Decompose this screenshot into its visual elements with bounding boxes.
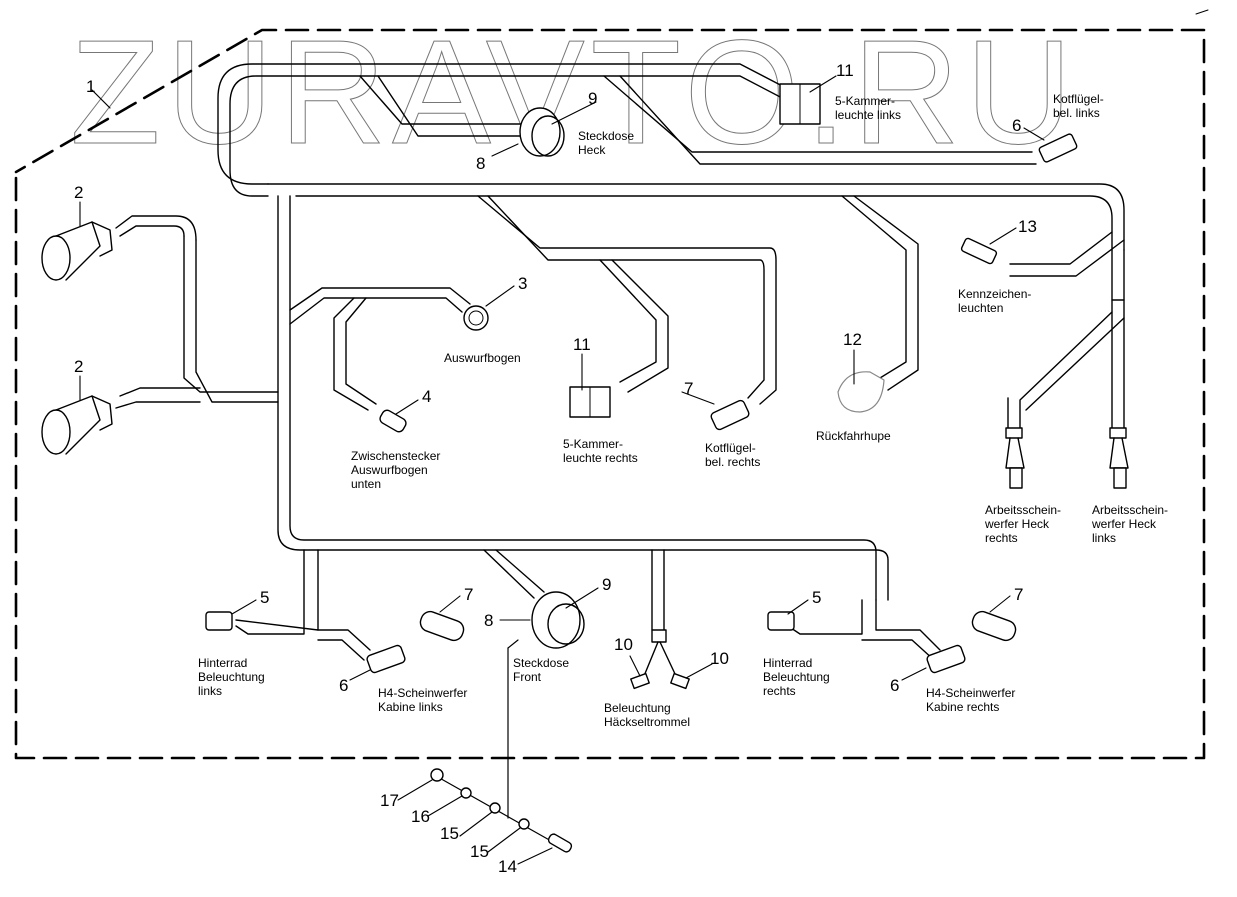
label-beleuchtung-haeckseltrommel: Beleuchtung Häckseltrommel [604,701,691,729]
callout-c2b: 2 [74,357,84,376]
callout-c10a: 10 [614,635,633,654]
harness-left-trunk [115,195,941,661]
label-auswurfbogen: Auswurfbogen [444,351,521,365]
callout-c7c: 7 [684,379,694,398]
connector-12-horn [837,371,885,413]
label-fuenf-kammer-rechts: 5-Kammer- leuchte rechts [563,437,638,465]
callout-c8b: 8 [484,611,494,630]
harness-main-trunk [267,183,1125,437]
callout-c14: 14 [498,857,517,876]
callout-c9a: 9 [588,89,598,108]
callout-c6b: 6 [890,676,900,695]
label-hinterrad-links: Hinterrad Beleuchtung links [198,656,265,698]
connectors-h4 [366,610,1017,674]
label-kennzeichenleuchten: Kennzeichen- leuchten [958,287,1032,315]
round-connector-2b [41,395,113,455]
leader-1 [91,89,111,109]
socket-front [531,591,585,649]
round-connector-2a [41,221,113,281]
label-steckdose-heck: Steckdose Heck [578,129,635,157]
label-h4-kabine-links: H4-Scheinwerfer Kabine links [378,686,468,714]
label-zwischenstecker: Zwischenstecker Auswurfbogen unten [351,449,441,491]
connectors-rear-wheel [205,611,795,631]
callout-c11b: 11 [573,335,591,354]
mounting-hardware [430,639,573,853]
callout-c5b: 5 [812,588,822,607]
connector-13 [960,237,998,265]
label-fuenf-kammer-links: 5-Kammer- leuchte links [835,94,902,122]
assembly-boundary [14,28,1206,760]
callout-c4: 4 [422,387,432,406]
callout-c6a: 6 [339,676,349,695]
callout-c17: 17 [380,791,399,810]
callout-c1: 1 [86,77,96,96]
label-hinterrad-rechts: Hinterrad Beleuchtung rechts [763,656,830,698]
callout-c3: 3 [518,274,528,293]
label-kotfluegel-rechts: Kotflügel- bel. rechts [705,441,761,469]
watermark-text: ZURAVTO.RU [69,10,1079,175]
connector-6-kotfluegel-links [1038,133,1078,163]
callout-c15a: 15 [440,824,459,843]
connectors-haeckseltrommel [630,629,690,690]
label-rueckfahrhupe: Rückfahrhupe [816,429,891,443]
connector-7-kotfluegel [710,399,750,431]
callout-c7a: 7 [464,585,474,604]
socket-rear [519,107,565,157]
label-kotfluegel-links: Kotflügel- bel. links [1053,92,1104,120]
callout-c10b: 10 [710,649,729,668]
callout-c13: 13 [1018,217,1037,236]
leader-lines [79,75,1045,865]
callout-c8a: 8 [476,154,486,173]
label-h4-kabine-rechts: H4-Scheinwerfer Kabine rechts [926,686,1016,714]
connector-3 [463,305,489,331]
callout-c15b: 15 [470,842,489,861]
callout-c2a: 2 [74,183,84,202]
callout-c12: 12 [843,330,862,349]
connector-4 [379,409,407,433]
callout-c7b: 7 [1014,585,1024,604]
label-arbeitsscheinwerfer-links: Arbeitsschein- werfer Heck links [1092,503,1169,545]
callout-c11a: 11 [836,61,854,80]
corner-mark [1195,9,1209,15]
connector-arbeitsscheinwerfer-rechts [1005,427,1025,489]
callout-c6c: 6 [1012,116,1022,135]
callout-c5a: 5 [260,588,270,607]
callout-c16: 16 [411,807,430,826]
callout-c9b: 9 [602,575,612,594]
connector-arbeitsscheinwerfer-links [1109,427,1129,489]
label-steckdose-front: Steckdose Front [513,656,570,684]
label-arbeitsscheinwerfer-rechts: Arbeitsschein- werfer Heck rechts [985,503,1062,545]
harness-top-loop [217,63,1037,197]
